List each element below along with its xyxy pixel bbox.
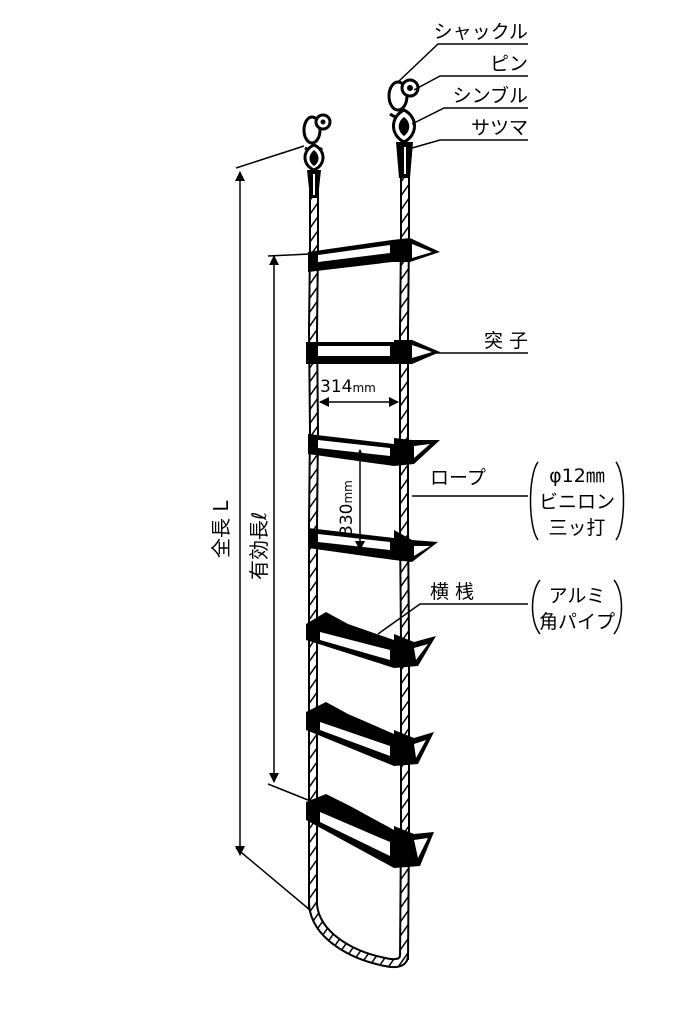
rope-spec-material: ビニロン [539, 491, 615, 513]
right-satsuma-splice-icon [396, 142, 413, 178]
svg-text:330mm: 330mm [337, 480, 357, 536]
bottom-rope-loop [308, 904, 409, 969]
spacing-dimension-label: 330mm [337, 480, 357, 536]
svg-text:314mm: 314mm [320, 377, 376, 397]
rope-label: ロープ [430, 467, 486, 489]
rope-spec-diameter: φ12㎜ [549, 465, 605, 487]
right-shackle-icon [387, 78, 420, 120]
rung-spec-shape: 角パイプ [539, 611, 615, 633]
width-unit: mm [352, 381, 375, 395]
rung-spec: アルミ 角パイプ [531, 579, 623, 635]
effective-length-label: 有効長ℓ [247, 512, 271, 580]
width-dimension-label: 314mm [320, 377, 376, 397]
total-length-label: 全長 L [209, 500, 233, 558]
rung-7 [306, 794, 434, 868]
satsuma-label: サツマ [471, 117, 528, 139]
left-thimble-icon [303, 143, 325, 172]
shackle-label: シャックル [434, 21, 528, 43]
spacing-value: 330 [337, 504, 357, 536]
left-satsuma-splice-icon [307, 170, 321, 198]
rope-spec-lay: 三ッ打 [548, 517, 605, 539]
rope-spec: φ12㎜ ビニロン 三ッ打 [529, 461, 625, 541]
right-rope [399, 170, 410, 961]
width-value: 314 [320, 377, 352, 397]
rung-4 [308, 528, 438, 562]
rung-label: 横 桟 [430, 581, 474, 603]
spacing-unit: mm [341, 480, 355, 503]
rung-5 [306, 612, 436, 668]
rung-spec-material: アルミ [549, 585, 606, 607]
rung-2 [306, 340, 440, 364]
pin-label: ピン [490, 53, 528, 75]
leader-lines [377, 43, 528, 635]
protrusion-label: 突 子 [484, 330, 528, 352]
rung-1 [308, 238, 440, 272]
right-thimble-icon [392, 108, 416, 144]
thimble-label: シンブル [453, 84, 528, 107]
rung-3 [308, 434, 440, 466]
effective-length-dimension [267, 253, 311, 801]
rung-6 [306, 702, 434, 766]
total-length-dimension [235, 145, 311, 911]
